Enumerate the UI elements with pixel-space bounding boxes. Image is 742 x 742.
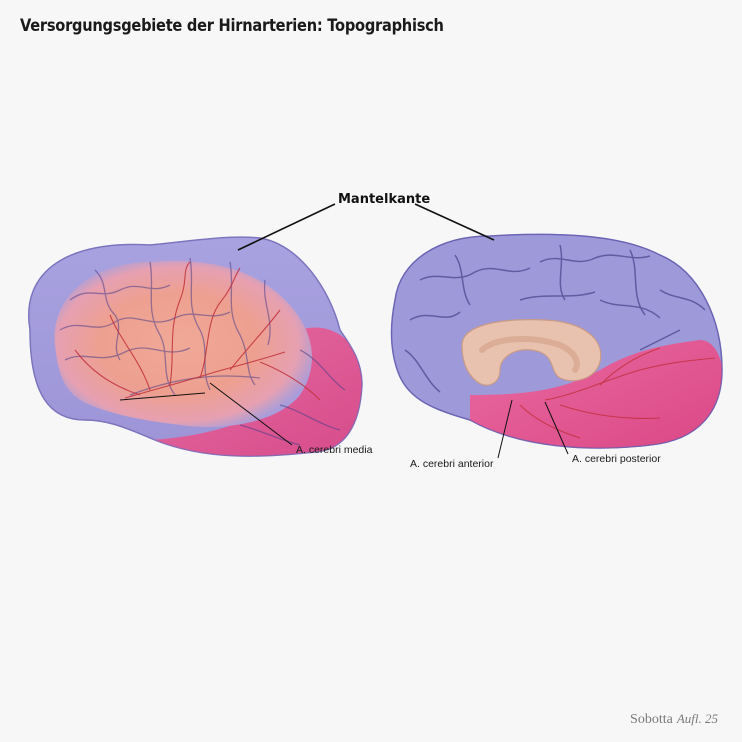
medial-gyri-lines [404, 244, 706, 393]
anterior-leader [497, 399, 513, 459]
corpus-callosum [461, 319, 602, 386]
label-a-cerebri-posterior: A. cerebri posterior [572, 453, 661, 465]
medial-posterior-territory [470, 340, 722, 449]
label-a-cerebri-media: A. cerebri media [296, 444, 373, 456]
page-title: Versorgungsgebiete der Hirnarterien: Top… [20, 16, 444, 36]
posterior-leader [544, 401, 569, 455]
mantelkante-leader-right [414, 203, 495, 241]
fornix [479, 335, 580, 373]
media-leader-horizontal [119, 392, 206, 401]
mantelkante-leader-left [237, 203, 336, 251]
label-a-cerebri-anterior: A. cerebri anterior [410, 458, 494, 470]
media-leader [209, 382, 293, 446]
lateral-media-vessels [74, 261, 321, 401]
leader-lines [119, 203, 569, 459]
credit-edition: Aufl. 25 [676, 711, 718, 726]
medial-brain-view [390, 233, 723, 449]
label-mantelkante: Mantelkante [338, 192, 430, 207]
lateral-brain-view [28, 236, 363, 457]
lateral-media-territory [54, 260, 312, 427]
credit-brand: Sobotta [630, 712, 673, 727]
medial-posterior-vessels [519, 347, 716, 439]
